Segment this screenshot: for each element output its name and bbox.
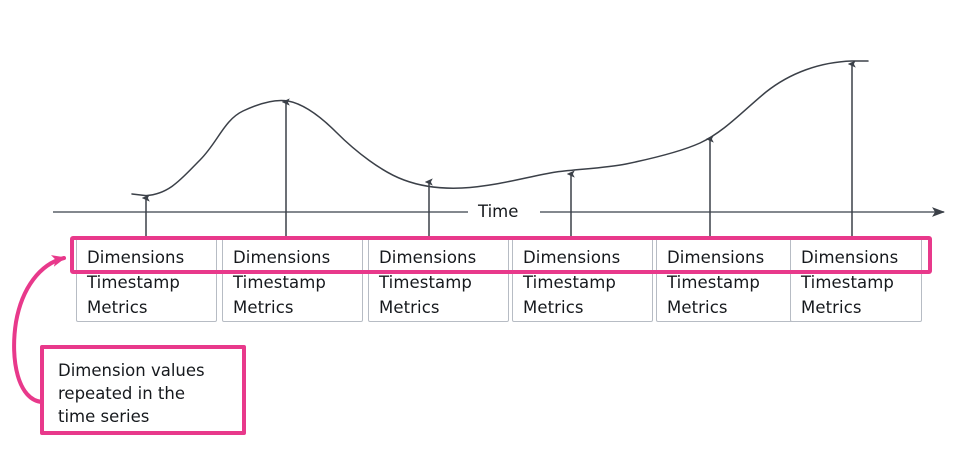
record-box[interactable]: Dimensions Timestamp Metrics xyxy=(368,238,509,322)
record-dimensions-label: Dimensions xyxy=(801,248,899,267)
record-timestamp-label: Timestamp xyxy=(233,273,327,292)
record-timestamp-label: Timestamp xyxy=(667,273,761,292)
time-series-curve xyxy=(131,60,869,197)
record-box[interactable]: Dimensions Timestamp Metrics xyxy=(656,238,797,322)
record-timestamp-label: Timestamp xyxy=(523,273,617,292)
record-timestamp-label: Timestamp xyxy=(801,273,895,292)
record-timestamp-label: Timestamp xyxy=(87,273,181,292)
callout-box: Dimension values repeated in the time se… xyxy=(40,345,246,435)
record-metrics-label: Metrics xyxy=(379,298,440,317)
callout-line-1: Dimension values xyxy=(58,361,205,380)
record-metrics-label: Metrics xyxy=(667,298,728,317)
record-metrics-label: Metrics xyxy=(87,298,148,317)
record-dimensions-label: Dimensions xyxy=(379,248,477,267)
record-dimensions-label: Dimensions xyxy=(523,248,621,267)
record-timestamp-label: Timestamp xyxy=(379,273,473,292)
record-dimensions-label: Dimensions xyxy=(233,248,331,267)
callout-line-2: repeated in the xyxy=(58,384,186,403)
record-metrics-label: Metrics xyxy=(523,298,584,317)
record-dimensions-label: Dimensions xyxy=(667,248,765,267)
record-box[interactable]: Dimensions Timestamp Metrics xyxy=(76,238,217,322)
record-box[interactable]: Dimensions Timestamp Metrics xyxy=(512,238,653,322)
record-dimensions-label: Dimensions xyxy=(87,248,185,267)
callout-line-3: time series xyxy=(58,407,150,426)
record-box[interactable]: Dimensions Timestamp Metrics xyxy=(790,238,922,322)
callout-connector-arrow xyxy=(12,255,66,404)
record-metrics-label: Metrics xyxy=(801,298,862,317)
record-box[interactable]: Dimensions Timestamp Metrics xyxy=(222,238,363,322)
record-metrics-label: Metrics xyxy=(233,298,294,317)
time-axis-label: Time xyxy=(478,202,519,221)
